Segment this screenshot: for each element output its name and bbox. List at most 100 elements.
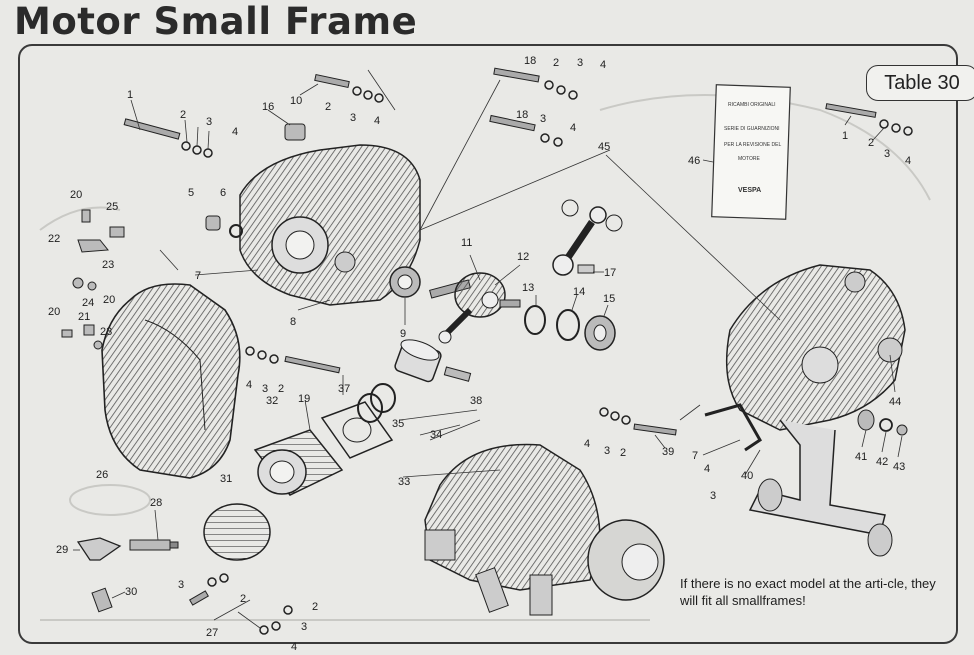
part-label: 17 xyxy=(604,267,616,279)
part-label: 45 xyxy=(598,141,610,153)
part-label: 40 xyxy=(741,470,753,482)
plug-cap-29 xyxy=(76,537,122,561)
bolt-39 xyxy=(633,423,677,436)
part-label: 23 xyxy=(100,326,112,338)
ring-14 xyxy=(556,309,580,341)
parts-41-44 xyxy=(857,409,908,436)
part-label: 20 xyxy=(48,306,60,318)
part-label: 2 xyxy=(180,109,186,121)
part-label: 34 xyxy=(430,429,442,441)
part-label: 1 xyxy=(127,89,133,101)
parts-5-6 xyxy=(205,215,243,238)
cylinder-32 xyxy=(253,429,344,496)
part-label: 18 xyxy=(524,55,536,67)
washers-right xyxy=(879,119,913,136)
plug-cap-30 xyxy=(91,587,113,613)
part-label: 42 xyxy=(876,456,888,468)
part-label: 1 xyxy=(842,130,848,142)
lever-40 xyxy=(704,403,762,452)
part-label: 19 xyxy=(298,393,310,405)
connecting-rod-17 xyxy=(552,199,623,276)
small-parts-left xyxy=(61,209,125,350)
part-label: 14 xyxy=(573,286,585,298)
page-title: Motor Small Frame xyxy=(14,0,418,43)
part-label: 3 xyxy=(884,148,890,160)
part-label: 2 xyxy=(868,137,874,149)
fan-cover-26 xyxy=(101,283,241,479)
part-label: 4 xyxy=(246,379,252,391)
part-label: 4 xyxy=(584,438,590,450)
bolt-10 xyxy=(314,73,350,89)
bolt-18-top xyxy=(493,67,540,83)
part-label: 35 xyxy=(392,418,404,430)
part-label: 12 xyxy=(517,251,529,263)
bolt-1 xyxy=(123,118,181,140)
part-label: 10 xyxy=(290,95,302,107)
gasket-34 xyxy=(320,401,394,459)
washers-19 xyxy=(245,346,279,364)
part-label: 30 xyxy=(125,586,137,598)
cylinder-head-31 xyxy=(203,503,271,561)
leader-lines xyxy=(73,69,903,629)
background-ghost xyxy=(39,94,931,621)
part-label: 3 xyxy=(206,116,212,128)
part-label: 28 xyxy=(150,497,162,509)
bearing-9 xyxy=(389,266,421,298)
gasket-set-booklet: RICAMBI ORIGINALI SERIE DI GUARNIZIONI P… xyxy=(711,84,791,220)
part-label: 3 xyxy=(350,112,356,124)
part-label: 7 xyxy=(195,270,201,282)
part-label: 41 xyxy=(855,451,867,463)
part-label: 9 xyxy=(400,328,406,340)
part-label: 15 xyxy=(603,293,615,305)
part-label: 21 xyxy=(78,311,90,323)
bolt-19 xyxy=(284,355,341,374)
part-label: 2 xyxy=(240,593,246,605)
booklet-line1: SERIE DI GUARNIZIONI xyxy=(724,126,780,132)
crankshaft-12 xyxy=(429,272,521,344)
part-label: 43 xyxy=(893,461,905,473)
table-badge: Table 30 xyxy=(866,65,974,101)
washers-bottom xyxy=(207,573,293,635)
part-label: 8 xyxy=(290,316,296,328)
part-label: 2 xyxy=(325,101,331,113)
crankcase-right-half xyxy=(725,264,906,557)
booklet-line3: MOTORE xyxy=(738,156,761,162)
washers-39 xyxy=(599,407,631,425)
part-label: 25 xyxy=(106,201,118,213)
piston-rings-35 xyxy=(357,383,396,423)
part-label: 4 xyxy=(291,641,297,653)
part-label: 4 xyxy=(232,126,238,138)
part-label: 2 xyxy=(620,447,626,459)
part-label: 23 xyxy=(102,259,114,271)
part-label: 11 xyxy=(461,237,472,249)
booklet-line2: PER LA REVISIONE DEL xyxy=(724,142,781,148)
part-label: 4 xyxy=(374,115,380,127)
spark-plug-28 xyxy=(129,539,179,551)
part-labels: 1 2 3 4 1 6 10 2 3 4 18 2 3 4 18 3 4 45 4… xyxy=(48,55,911,653)
part-label: 22 xyxy=(48,233,60,245)
part-label: 13 xyxy=(522,282,534,294)
part-label: 46 xyxy=(688,155,700,167)
bearing-15 xyxy=(584,315,616,351)
part-label: 4 xyxy=(600,59,606,71)
part-label: 39 xyxy=(662,446,674,458)
part-label: 4 xyxy=(570,122,576,134)
part-label: 3 xyxy=(178,579,184,591)
booklet-header: RICAMBI ORIGINALI xyxy=(728,102,776,108)
part-label: 6 xyxy=(220,187,226,199)
part-label: 27 xyxy=(206,627,218,639)
crankcase-left-half xyxy=(239,144,421,306)
washers-top xyxy=(352,86,384,103)
part-label: 37 xyxy=(338,383,350,395)
part-label: 33 xyxy=(398,476,410,488)
washers-18-bottom xyxy=(540,133,563,147)
part-label: 18 xyxy=(516,109,528,121)
piston xyxy=(394,339,472,383)
part-label: 24 xyxy=(82,297,94,309)
assembled-engine xyxy=(424,443,665,616)
part-label: 38 xyxy=(470,395,482,407)
part-label: 3 xyxy=(262,383,268,395)
part-label: 20 xyxy=(103,294,115,306)
part-label: 7 xyxy=(692,450,698,462)
